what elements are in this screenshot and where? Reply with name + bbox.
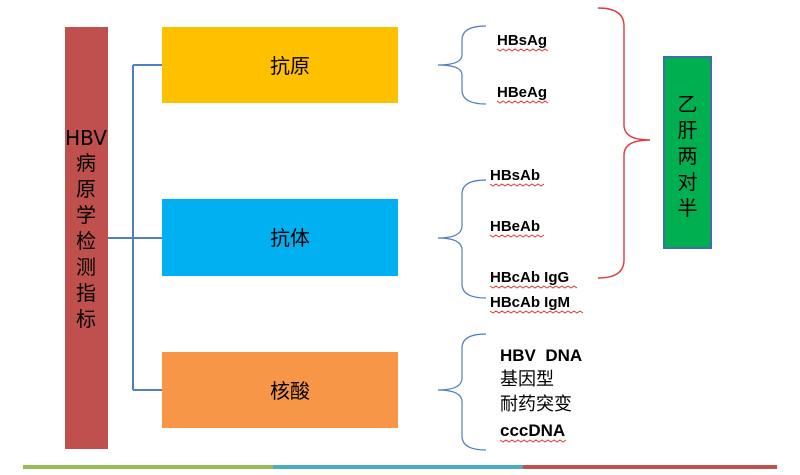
spell-underline — [489, 310, 584, 314]
branch-label-antibody: 抗体 — [270, 226, 310, 250]
item-hbeag: HBeAg — [497, 84, 547, 101]
branch-node-antibody — [162, 199, 398, 276]
root-char: 测 — [76, 255, 96, 279]
item-hbcab-igg: HBcAb IgG — [490, 269, 569, 286]
item-hbsag: HBsAg — [497, 32, 547, 49]
summary-char: 对 — [678, 170, 698, 194]
root-connectors — [108, 64, 162, 391]
spell-underline — [496, 100, 549, 104]
summary-bracket — [597, 7, 651, 279]
spell-underline — [499, 439, 567, 443]
footer-bar — [23, 465, 777, 469]
summary-char: 肝 — [678, 118, 698, 142]
root-label: HBV 病 原 学 检 测 指 标 — [65, 126, 107, 331]
item-hbeab: HBeAb — [490, 218, 540, 235]
root-char: 检 — [76, 229, 96, 253]
root-char: HBV — [65, 126, 107, 150]
branch-node-antigen — [162, 27, 398, 103]
item-drug-resistance: 耐药突变 — [500, 394, 572, 415]
summary-node — [663, 56, 712, 249]
summary-char: 乙 — [678, 92, 698, 116]
item-hbsab: HBsAb — [490, 167, 540, 184]
item-genotype: 基因型 — [500, 369, 554, 390]
summary-char: 半 — [678, 196, 698, 220]
root-char: 标 — [76, 307, 96, 331]
item-hbcab-igm: HBcAb IgM — [490, 294, 570, 311]
branch-label-nucleic-acid: 核酸 — [270, 379, 310, 403]
summary-label: 乙 肝 两 对 半 — [678, 92, 698, 220]
root-char: 指 — [76, 281, 96, 305]
spell-underline — [496, 48, 549, 52]
spell-underline — [489, 285, 578, 289]
item-cccdna: cccDNA — [500, 421, 565, 440]
root-char: 病 — [76, 151, 96, 175]
root-char: 原 — [76, 177, 96, 201]
spell-underline — [489, 234, 545, 238]
summary-char: 两 — [678, 144, 698, 168]
root-node — [65, 27, 108, 449]
root-char: 学 — [76, 203, 96, 227]
item-hbv-dna: HBV DNA — [500, 346, 582, 365]
item-braces — [437, 25, 487, 451]
branch-node-nucleic-acid — [162, 352, 398, 428]
branch-label-antigen: 抗原 — [270, 54, 310, 78]
spell-underline — [489, 183, 545, 187]
